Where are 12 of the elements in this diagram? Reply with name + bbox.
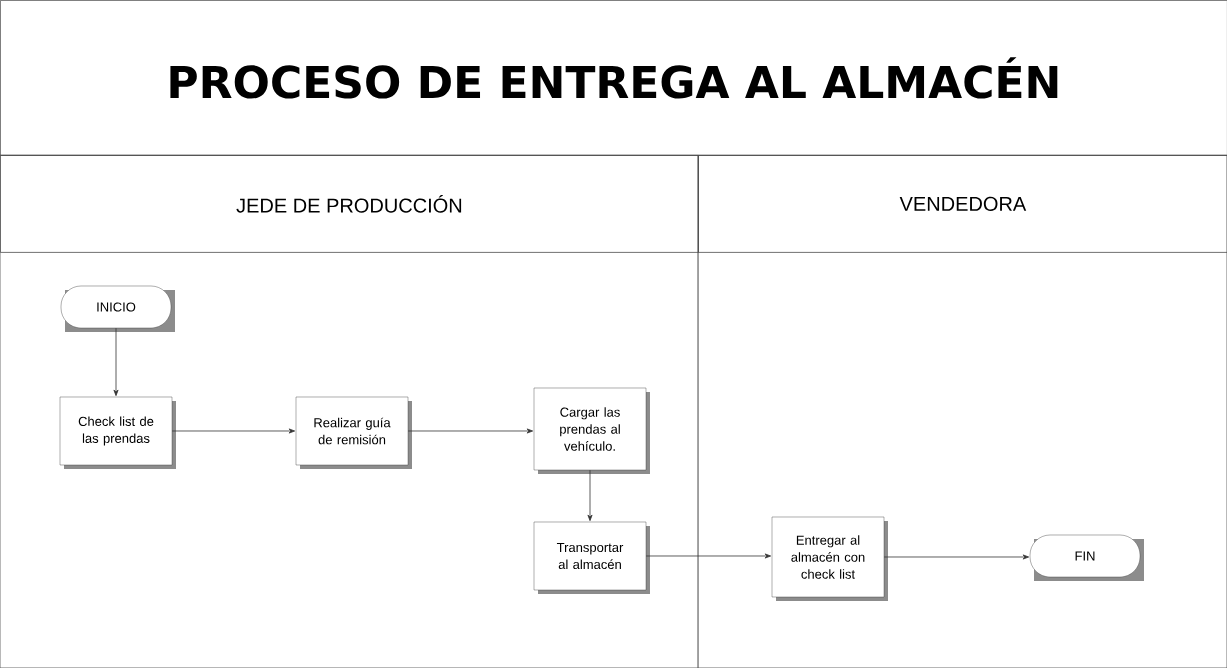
arrow	[645, 553, 772, 559]
arrow	[883, 554, 1030, 560]
process-box: Realizar guía de remisión	[295, 396, 412, 469]
arrow	[407, 428, 534, 434]
arrow	[587, 469, 593, 522]
arrow	[113, 327, 119, 397]
process-box: Cargar las prendas al vehículo.	[533, 387, 650, 474]
title-band: PROCESO DE ENTREGA AL ALMACÉN	[0, 0, 1227, 156]
process-box: Entregar al almacén con check list	[771, 516, 888, 601]
arrow	[171, 428, 296, 434]
process-box: Check list de las prendas	[59, 396, 176, 469]
process-box: Transportar al almacén	[533, 521, 650, 594]
